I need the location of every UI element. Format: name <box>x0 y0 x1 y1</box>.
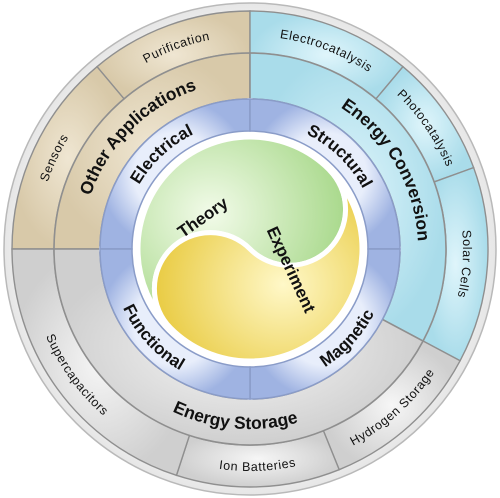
experiment-half <box>151 168 365 364</box>
label-ion-batteries: Ion Batteries <box>218 455 297 474</box>
inner-segment-functional <box>99 248 251 400</box>
